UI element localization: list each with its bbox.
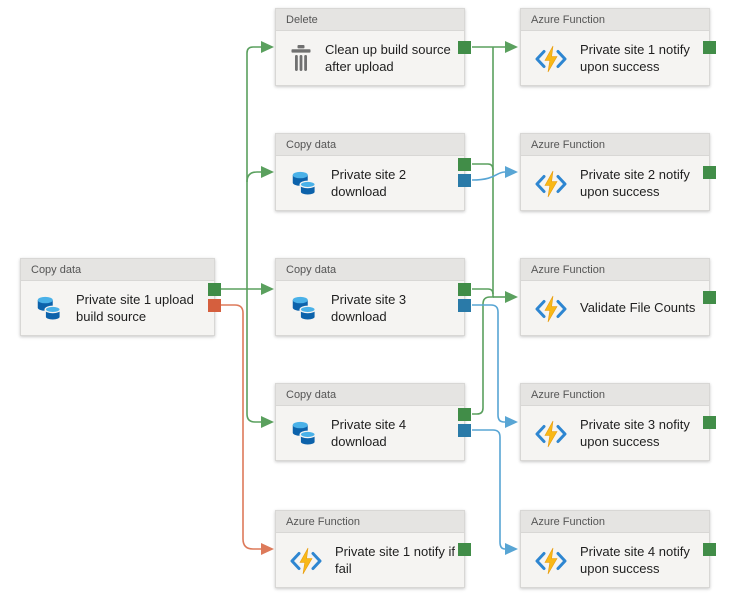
activity-node-copy-site2[interactable]: Copy data Private site 2 download [275,133,471,211]
arrowhead [505,543,518,555]
arrowhead [505,291,518,303]
success-port[interactable] [703,543,716,556]
edge-success [246,171,261,183]
activity-node-fn-validate[interactable]: Azure Function Validate File Counts [520,258,716,336]
success-port[interactable] [458,283,471,296]
copy-data-icon [34,294,64,323]
activity-node-fn-notify4[interactable]: Azure Function Private site 4 notify upo… [520,510,716,588]
activity-type-label: Copy data [276,384,464,406]
activity-node-fn-notify1[interactable]: Azure Function Private site 1 notify upo… [520,8,716,86]
activity-title: Private site 2 notify upon success [580,166,690,199]
copy-data-icon [289,294,319,323]
azure-function-icon [534,547,568,575]
edge-success [472,288,494,295]
edge-failure [221,304,261,550]
success-port[interactable] [703,41,716,54]
activity-type-label: Azure Function [521,9,709,31]
arrowhead [261,41,274,53]
activity-type-label: Azure Function [276,511,464,533]
success-port[interactable] [458,41,471,54]
success-port[interactable] [703,291,716,304]
azure-function-icon [534,45,568,73]
activity-type-label: Azure Function [521,134,709,156]
azure-function-icon [534,295,568,323]
delete-icon [289,45,313,72]
activity-type-label: Azure Function [521,384,709,406]
arrowhead [505,416,518,428]
arrowhead [505,41,518,53]
azure-function-icon [289,547,323,575]
activity-type-label: Copy data [21,259,214,281]
activity-type-label: Delete [276,9,464,31]
completion-port[interactable] [458,424,471,437]
activity-type-label: Azure Function [521,511,709,533]
arrowhead [261,283,274,295]
success-port[interactable] [208,283,221,296]
edge-completion [472,429,506,550]
edge-success [246,289,261,423]
failure-port[interactable] [208,299,221,312]
success-port[interactable] [703,166,716,179]
completion-port[interactable] [458,299,471,312]
activity-node-fn-notify-fail[interactable]: Azure Function Private site 1 notify if … [275,510,471,588]
success-port[interactable] [458,408,471,421]
success-port[interactable] [458,543,471,556]
activity-type-label: Azure Function [521,259,709,281]
success-port[interactable] [458,158,471,171]
azure-function-icon [534,420,568,448]
success-port[interactable] [703,416,716,429]
activity-title: Private site 3 download [331,291,407,324]
arrowhead [261,416,274,428]
activity-type-label: Copy data [276,134,464,156]
activity-title: Private site 4 download [331,416,407,449]
copy-data-icon [289,169,319,198]
activity-node-copy-site3[interactable]: Copy data Private site 3 download [275,258,471,336]
arrowhead [505,166,518,178]
edge-completion [471,171,506,181]
edge-success [246,46,261,289]
completion-port[interactable] [458,174,471,187]
activity-node-copy-site4[interactable]: Copy data Private site 4 download [275,383,471,461]
activity-node-copy-upload[interactable]: Copy data Private site 1 upload build so… [20,258,221,336]
activity-title: Clean up build source after upload [325,41,451,74]
arrowhead [261,543,274,555]
activity-title: Private site 1 notify if fail [335,543,455,576]
arrowhead [261,166,274,178]
activity-title: Validate File Counts [580,300,696,316]
activity-title: Private site 1 upload build source [76,291,194,324]
edge-success [472,163,494,171]
azure-function-icon [534,170,568,198]
activity-node-delete-cleanup[interactable]: Delete Clean up build source after uploa… [275,8,471,86]
copy-data-icon [289,419,319,448]
activity-node-fn-notify3[interactable]: Azure Function Private site 3 nofity upo… [520,383,716,461]
activity-node-fn-notify2[interactable]: Azure Function Private site 2 notify upo… [520,133,716,211]
edge-completion [472,304,505,423]
activity-title: Private site 3 nofity upon success [580,416,690,449]
edge-success [472,296,494,415]
activity-title: Private site 1 notify upon success [580,41,690,74]
activity-title: Private site 2 download [331,166,407,199]
activity-type-label: Copy data [276,259,464,281]
activity-title: Private site 4 notify upon success [580,543,690,576]
